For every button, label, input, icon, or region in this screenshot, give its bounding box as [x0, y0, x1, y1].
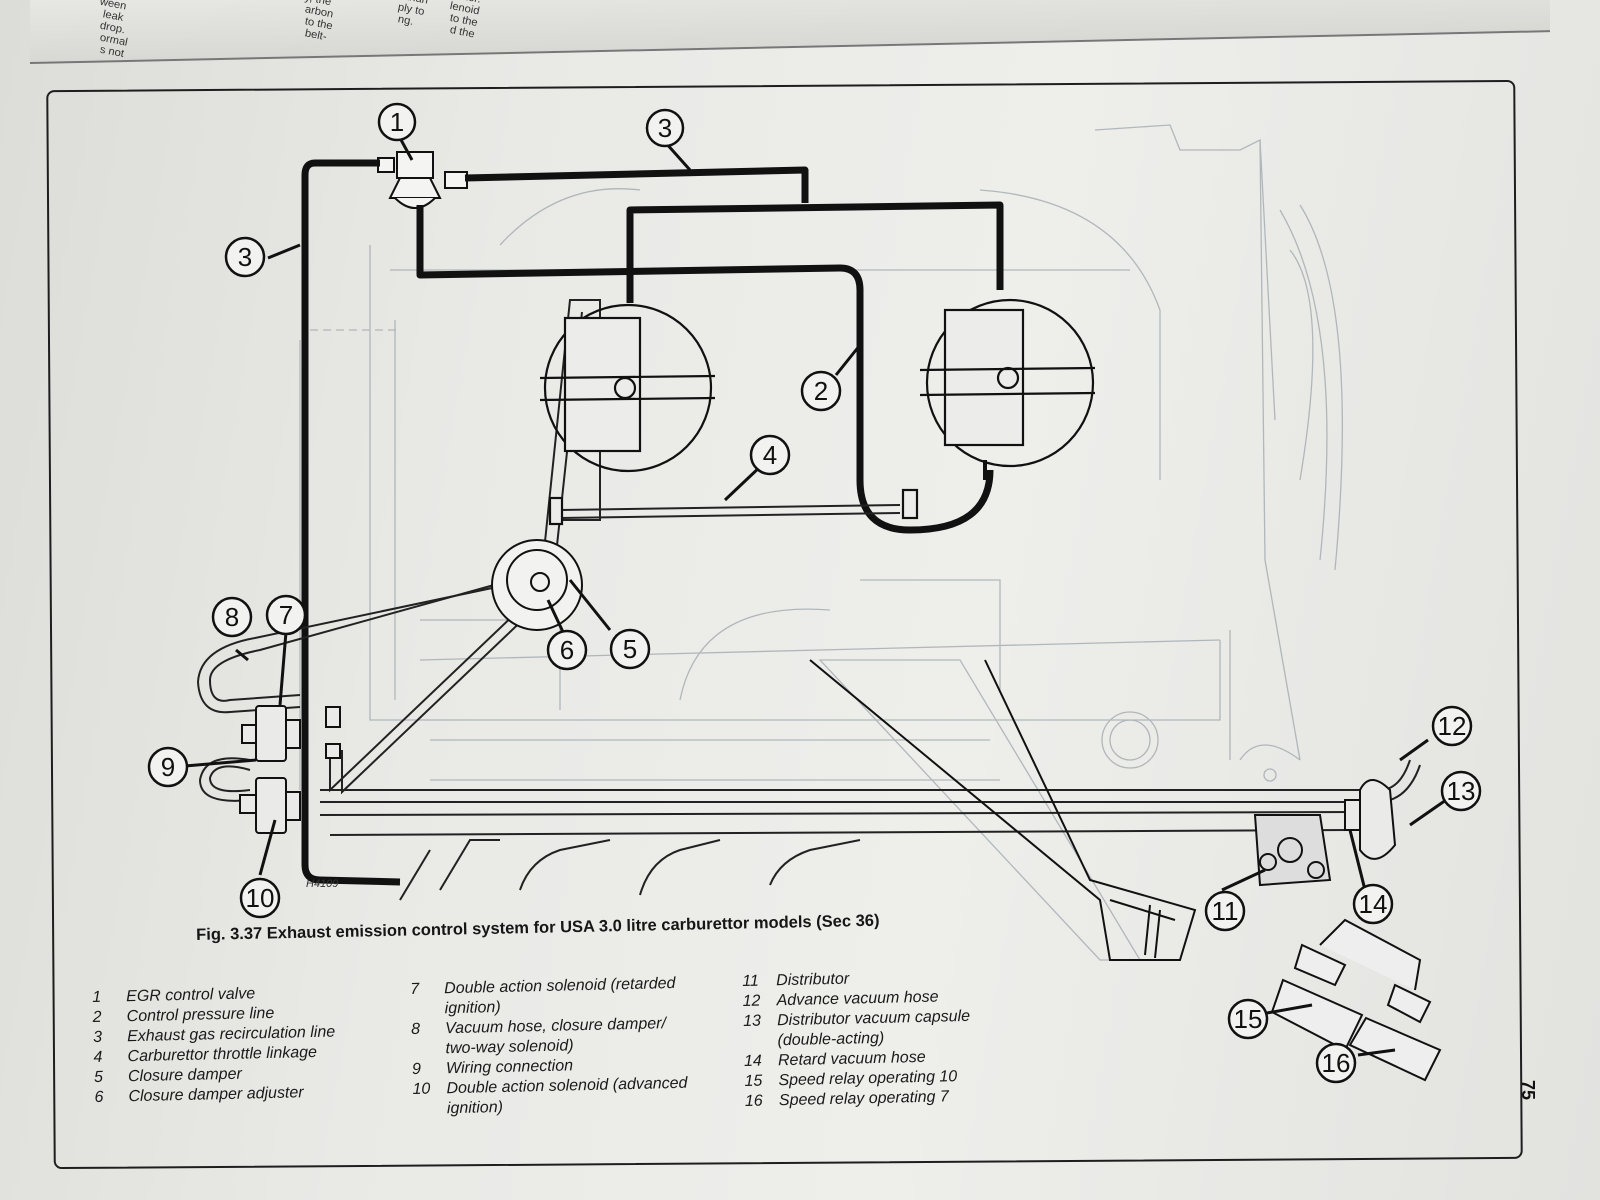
air-duct — [809, 659, 1197, 961]
callout-3a: 3 — [645, 108, 685, 148]
svg-text:14: 14 — [1359, 889, 1388, 919]
callout-8: 8 — [211, 596, 253, 638]
thick-vacuum-lines — [301, 159, 1004, 886]
callout-16: 16 — [1315, 1042, 1357, 1084]
svg-text:9: 9 — [161, 752, 175, 782]
svg-text:16: 16 — [1322, 1048, 1351, 1078]
svg-text:15: 15 — [1234, 1004, 1263, 1034]
svg-text:4: 4 — [763, 440, 777, 470]
svg-text:6: 6 — [560, 635, 574, 665]
svg-text:12: 12 — [1438, 711, 1467, 741]
callout-9: 9 — [147, 746, 189, 788]
callout-4: 4 — [749, 434, 791, 476]
figure-code: H4109 — [306, 878, 339, 890]
callout-10: 10 — [239, 877, 281, 919]
callout-1: 1 — [377, 102, 417, 142]
svg-text:7: 7 — [279, 600, 293, 630]
svg-text:5: 5 — [623, 634, 637, 664]
callout-2: 2 — [800, 370, 842, 412]
svg-text:10: 10 — [246, 883, 275, 913]
callout-13: 13 — [1440, 770, 1482, 812]
callout-3b: 3 — [224, 236, 266, 278]
callout-6: 6 — [546, 629, 588, 671]
callout-5: 5 — [609, 628, 651, 670]
svg-text:11: 11 — [1212, 896, 1239, 926]
svg-text:13: 13 — [1447, 776, 1476, 806]
carburettors — [539, 298, 1096, 526]
callout-circles: 1 3 3 2 4 5 6 7 8 9 10 11 12 13 14 15 16 — [147, 102, 1482, 1084]
svg-text:1: 1 — [390, 107, 404, 137]
speed-relays — [1270, 918, 1442, 1082]
svg-text:2: 2 — [814, 376, 828, 406]
callout-11: 11 — [1204, 890, 1246, 932]
callout-12: 12 — [1431, 705, 1473, 747]
callout-leaders — [184, 137, 1447, 1057]
distributor — [1253, 779, 1397, 887]
closure-damper — [491, 539, 583, 631]
egr-valve — [377, 151, 468, 209]
svg-text:3: 3 — [658, 113, 672, 143]
page-number: 75 — [1518, 1080, 1538, 1101]
callout-14: 14 — [1352, 883, 1394, 925]
callout-7: 7 — [265, 594, 307, 636]
svg-text:8: 8 — [225, 602, 239, 632]
svg-text:3: 3 — [238, 242, 252, 272]
solenoids — [239, 705, 341, 834]
callout-15: 15 — [1227, 998, 1269, 1040]
